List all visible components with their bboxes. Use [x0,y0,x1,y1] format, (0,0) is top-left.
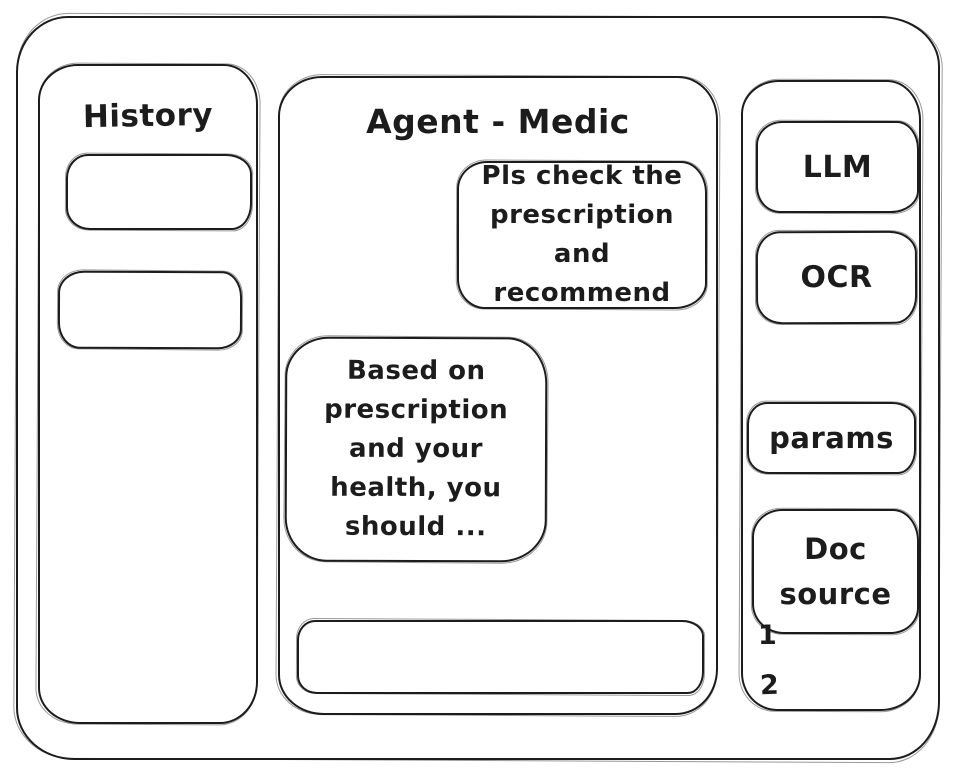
doc-source-button-label: Doc source [779,531,892,611]
doc-source-item[interactable]: 2 [759,669,780,702]
ocr-button[interactable]: OCR [755,230,918,325]
tools-panel: LLM OCR params Doc source 1 2 [741,80,921,711]
message-input[interactable] [299,622,702,692]
llm-button[interactable]: LLM [756,121,919,213]
history-title: History [82,96,214,136]
message-input-bar [297,620,704,694]
doc-source-button[interactable]: Doc source [752,509,919,634]
chat-panel: Agent - Medic Pls check the prescription… [278,76,718,715]
llm-button-label: LLM [802,149,873,185]
params-button-label: params [769,421,894,455]
ocr-button-label: OCR [800,259,873,296]
history-panel: History [38,64,258,724]
doc-source-item[interactable]: 1 [758,620,778,651]
user-message-bubble: Pls check the prescription and recommend [457,161,707,309]
assistant-message-bubble: Based on prescription and your health, y… [284,336,548,563]
assistant-message-text: Based on prescription and your health, y… [324,355,509,543]
history-item[interactable] [57,270,243,350]
params-button[interactable]: params [747,402,916,474]
chat-title: Agent - Medic [366,102,630,141]
history-item[interactable] [66,154,252,230]
app-frame: History Agent - Medic Pls check the pres… [16,16,940,760]
user-message-text: Pls check the prescription and recommend [481,161,683,308]
